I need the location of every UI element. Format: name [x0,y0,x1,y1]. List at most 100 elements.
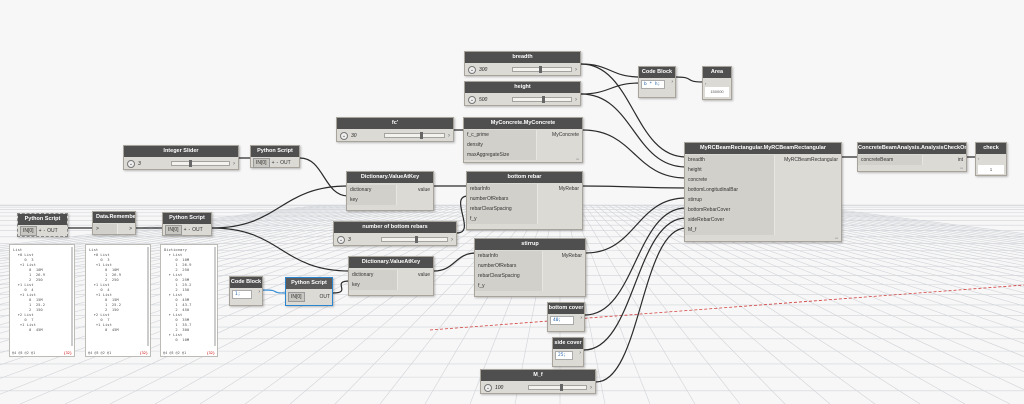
code-editor[interactable]: 25; [555,351,573,360]
fc-slider-node[interactable]: fc' ⌄ 30 › [336,117,454,142]
integer-slider-node[interactable]: Integer Slider ⌄ 3 › [123,145,239,170]
input-port-fy[interactable]: f_y [467,214,539,224]
output-port-icon[interactable]: › [258,289,260,295]
bottom-rebars-slider-node[interactable]: number of bottom rebars ⌄ 3 › [333,221,457,246]
slider-track[interactable] [381,236,448,243]
output-port-value[interactable]: value [418,272,430,278]
input-port-concrete[interactable]: concrete [685,175,776,185]
output-port-icon[interactable]: › [580,315,582,321]
input-port-clear-spacing[interactable]: rebarClearSpacing [475,271,544,281]
slider-track[interactable] [528,384,587,391]
input-port-breadth[interactable]: breadth [685,155,776,165]
output-port-icon[interactable]: › [671,79,673,85]
rc-beam-node[interactable]: MyRCBeamRectangular.MyRCBeamRectangular … [684,142,842,242]
code-block-node[interactable]: Code Block b * h; › [638,66,676,98]
input-port[interactable]: > [93,224,119,234]
bottom-cover-node[interactable]: bottom cover 40; › [547,302,585,332]
input-port-number-of-rebars[interactable]: numberOfRebars [475,261,544,271]
output-port-concrete[interactable]: MyConcrete [552,132,579,138]
output-port[interactable]: OUT [192,226,203,233]
input-port[interactable]: IN[0] [20,225,37,236]
breadth-slider-node[interactable]: breadth ⌄ 300 › [464,51,581,76]
add-port-button[interactable]: + [271,159,275,166]
code-editor[interactable]: b * h; [641,80,665,89]
remove-port-button[interactable]: - [276,159,279,166]
slider-thumb[interactable] [414,236,418,243]
remove-port-button[interactable]: - [43,227,46,234]
slider-track[interactable] [171,160,230,167]
mf-slider-node[interactable]: M_f ⌄ 100 › [480,369,596,394]
add-port-button[interactable]: + [183,226,187,233]
input-port-dictionary[interactable]: dictionary [347,185,397,195]
output-port-icon[interactable]: › [575,66,577,73]
input-port-key[interactable]: key [347,195,397,205]
add-port-button[interactable]: + [38,227,42,234]
input-port-icon[interactable]: › [705,81,707,86]
code-editor[interactable]: 40; [550,316,574,325]
chevron-down-icon[interactable]: ⌄ [468,65,476,74]
chevron-down-icon[interactable]: ⌄ [340,131,348,140]
scrollbar[interactable] [214,247,216,346]
code-editor[interactable]: 1; [232,290,252,299]
watch-preview-right[interactable]: Dictionary ▾ List 0 10M 1 26.9 2 250 ▾ L… [160,244,218,357]
area-watch-node[interactable]: Area 150000 › [702,66,732,100]
output-port-icon[interactable]: › [233,160,235,167]
input-port[interactable]: IN[0] [253,157,270,168]
input-port-rebar-info[interactable]: rebarInfo [467,184,539,194]
input-port-number-of-rebars[interactable]: numberOfRebars [467,194,539,204]
output-port-icon[interactable]: › [579,350,581,356]
output-port-icon[interactable]: › [448,132,450,139]
input-port-fy[interactable]: f_y [475,281,544,291]
input-port-stirrup[interactable]: stirrup [685,195,776,205]
code-block-node-low[interactable]: Code Block 1; › [229,276,263,306]
input-port-clear-spacing[interactable]: rebarClearSpacing [467,204,539,214]
remove-port-button[interactable]: - [188,226,191,233]
chevron-down-icon[interactable]: ⌄ [337,235,345,244]
input-port-side-cover[interactable]: sideRebarCover [685,215,776,225]
slider-track[interactable] [512,96,572,103]
scrollbar[interactable] [147,247,149,346]
check-watch-node[interactable]: check 1 › [975,142,1007,176]
slider-track[interactable] [384,132,445,139]
chevron-down-icon[interactable]: ⌄ [127,159,135,168]
output-port-int[interactable]: int [957,157,963,163]
input-port-bottom-bar[interactable]: bottomLongitudinalBar [685,185,776,195]
input-port-dictionary[interactable]: dictionary [349,270,398,280]
scrollbar[interactable] [71,247,73,346]
chevron-down-icon[interactable]: ⌄ [484,383,492,392]
output-port[interactable]: > [129,226,132,232]
output-port-icon[interactable]: › [575,96,577,103]
input-port[interactable]: IN[0] [288,291,305,302]
slider-thumb[interactable] [189,160,193,167]
python-script-node[interactable]: Python Script IN[0] + - OUT [250,145,300,168]
output-port-value[interactable]: value [418,187,430,193]
output-port-beam[interactable]: MyRCBeamRectangular [784,157,838,163]
input-port-key[interactable]: key [349,280,398,290]
slider-thumb[interactable] [420,132,424,139]
output-port[interactable]: OUT [47,227,58,234]
watch-preview-mid[interactable]: List ▾0 List 0 3 ▾1 List 0 10M 1 26.9 2 … [85,244,151,357]
slider-thumb[interactable] [560,384,564,391]
output-port[interactable]: OUT [319,293,330,300]
chevron-down-icon[interactable]: ⌄ [468,95,476,104]
output-port-rebar[interactable]: MyRebar [561,253,582,259]
input-port-height[interactable]: height [685,165,776,175]
input-port[interactable]: IN[0] [165,224,182,235]
data-remember-node[interactable]: Data.Remember > > [92,211,136,235]
output-port[interactable]: OUT [280,159,291,166]
slider-track[interactable] [512,66,572,73]
python-script-node-mid[interactable]: Python Script IN[0] + - OUT [162,212,212,236]
input-port-density[interactable]: density [464,140,538,150]
input-port-mf[interactable]: M_f [685,225,776,235]
height-slider-node[interactable]: height ⌄ 500 › [464,81,581,106]
python-script-node-left[interactable]: Python Script IN[0] + - OUT [17,213,68,237]
watch-preview-left[interactable]: List ▾0 List 0 3 ▾1 List 0 10M 1 26.9 2 … [9,244,75,357]
input-port-max-aggregate[interactable]: maxAggregateSize [464,150,538,160]
analysis-check-node[interactable]: ConcreteBeamAnalysis.AnalysisCheckOnly c… [857,142,967,172]
